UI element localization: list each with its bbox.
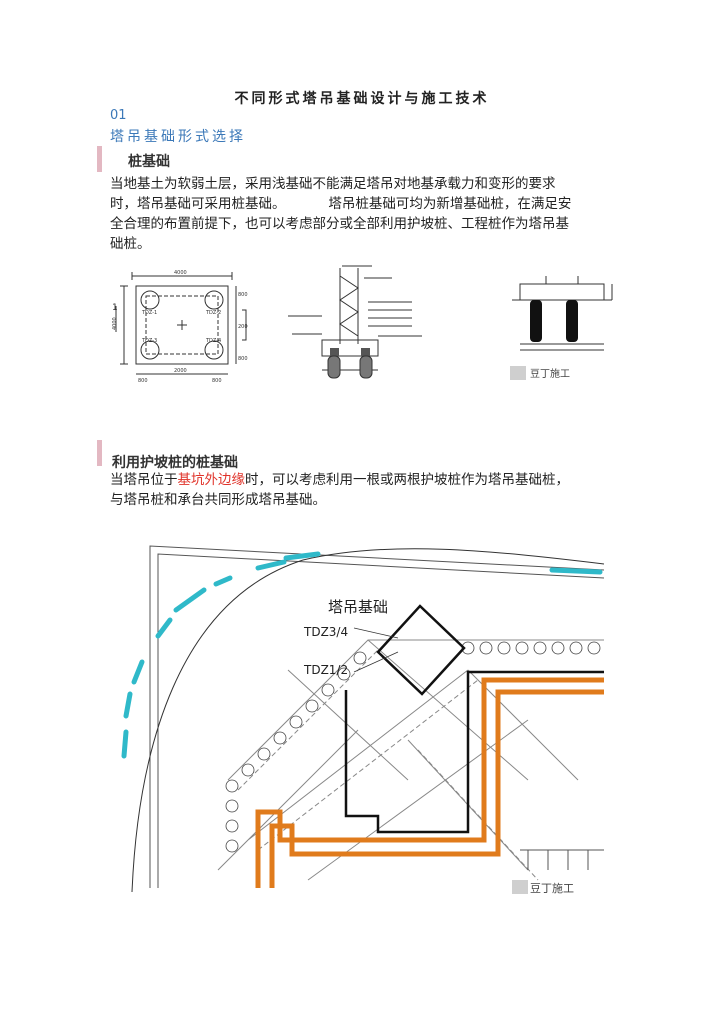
watermark: 豆丁施工: [530, 882, 574, 895]
label-tdz34: TDZ3/4: [303, 625, 348, 639]
figure-foundation-elevation: 豆丁施工: [506, 270, 626, 386]
text-span: 当塔吊位于: [110, 472, 178, 488]
subheading-slope-pile-foundation: 利用护坡桩的桩基础: [112, 455, 238, 471]
section-title: 塔吊基础形式选择: [110, 129, 246, 145]
section-number: 01: [110, 108, 127, 123]
subheading-pile-foundation: 桩基础: [128, 154, 170, 170]
text-line: 与塔吊桩和承台共同形成塔吊基础。: [110, 492, 326, 508]
pile-label: TDZ-3: [141, 338, 157, 344]
text-line: 全合理的布置前提下，也可以考虑部分或全部利用护坡桩、工程桩作为塔吊基: [110, 216, 569, 232]
pile-label: TDZ-2: [205, 310, 221, 316]
pile-label: TDZ-1: [141, 310, 157, 316]
watermark: 豆丁施工: [530, 367, 570, 380]
label-crane-foundation: 塔吊基础: [328, 598, 388, 616]
dim-label: 4000: [174, 270, 187, 276]
dim-label: 800: [138, 378, 148, 384]
paragraph-slope-pile: 当塔吊位于基坑外边缘时，可以考虑利用一根或两根护坡桩作为塔吊基础桩， 与塔吊桩和…: [110, 470, 620, 510]
text-line: 当地基土为软弱土层，采用浅基础不能满足塔吊对地基承载力和变形的要求: [110, 176, 556, 192]
dim-label: 2000: [174, 368, 187, 374]
label-tdz12: TDZ1/2: [303, 663, 348, 677]
text-line: 础桩。: [110, 236, 151, 252]
dim-label: 2000: [238, 324, 248, 330]
pile-label: TDZ-4: [205, 338, 221, 344]
figure-tower-section: [282, 262, 452, 382]
dim-label: 800: [212, 378, 222, 384]
figure-site-plan: 塔吊基础 TDZ3/4 TDZ1/2 豆丁施工: [108, 540, 608, 900]
heading-accent-bar: [97, 440, 102, 466]
section-mark: 1: [112, 303, 118, 313]
dim-label: 4000: [112, 317, 118, 330]
text-line: 当塔吊位于基坑外边缘时，可以考虑利用一根或两根护坡桩作为塔吊基础桩，: [110, 470, 620, 490]
page-title: 不同形式塔吊基础设计与施工技术: [234, 91, 490, 107]
text-line: 时，塔吊基础可采用桩基础。 塔吊桩基础可均为新增基础桩，在满足安: [110, 196, 572, 212]
dim-label: 800: [238, 292, 248, 298]
highlight-text: 基坑外边缘: [177, 472, 246, 488]
paragraph-pile-foundation: 当地基土为软弱土层，采用浅基础不能满足塔吊对地基承载力和变形的要求 时，塔吊基础…: [110, 174, 620, 254]
dim-label: 800: [238, 356, 248, 362]
figure-pile-plan: 4000 4000 2000 800 800 800 2000 800 TDZ-…: [108, 266, 248, 386]
heading-accent-bar: [97, 146, 102, 172]
text-span: 时，可以考虑利用一根或两根护坡桩作为塔吊基础桩，: [245, 472, 569, 488]
